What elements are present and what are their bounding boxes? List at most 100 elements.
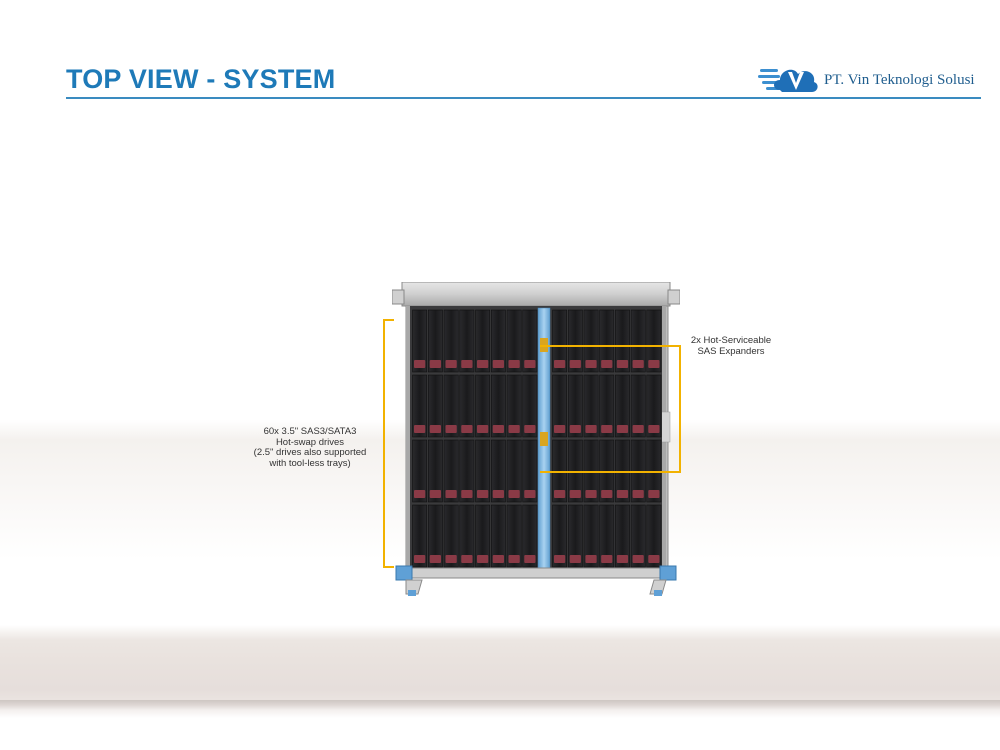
drive-tray (475, 374, 491, 438)
callout-line: 2x Hot-Serviceable (690, 335, 772, 346)
company-logo: PT. Vin Teknologi Solusi (758, 60, 988, 98)
drive-tray (599, 309, 615, 373)
drive-tray (443, 439, 459, 503)
drive-latch (554, 555, 566, 563)
drive-latch (585, 490, 597, 498)
drive-tray (552, 309, 568, 373)
page-title: TOP VIEW - SYSTEM (66, 64, 336, 94)
drive-latch (648, 555, 660, 563)
drive-latch (477, 425, 489, 433)
drive-tray (490, 504, 506, 568)
drive-tray (567, 504, 583, 568)
drive-tray (615, 309, 630, 373)
drive-latch (524, 360, 536, 368)
drive-tray (475, 439, 491, 503)
drive-latch (648, 425, 660, 433)
drive-tray (522, 309, 538, 373)
drive-latch (554, 360, 566, 368)
drive-latch (414, 425, 426, 433)
callout-line: (2.5" drives also supported (253, 447, 367, 458)
drive-tray (506, 374, 522, 438)
drive-tray (459, 504, 475, 568)
drive-tray (583, 309, 599, 373)
drive-latch (601, 360, 613, 368)
drive-tray (615, 504, 630, 568)
drive-latch (585, 360, 597, 368)
drive-tray (646, 374, 662, 438)
drive-tray (630, 309, 646, 373)
drive-latch (445, 360, 457, 368)
drive-latch (477, 555, 489, 563)
drive-latch (524, 425, 536, 433)
drive-tray (490, 374, 506, 438)
drive-latch (601, 425, 613, 433)
drive-tray (459, 374, 475, 438)
drive-tray (412, 309, 428, 373)
drive-tray (443, 504, 459, 568)
shelf-shadow (0, 700, 1000, 710)
drive-tray (522, 374, 538, 438)
drive-latch (492, 490, 504, 498)
drive-tray (506, 504, 522, 568)
drive-latch (492, 360, 504, 368)
drive-latch (601, 490, 613, 498)
drive-latch (648, 360, 660, 368)
drive-tray (630, 374, 646, 438)
drive-tray (427, 439, 443, 503)
company-name: PT. Vin Teknologi Solusi (824, 72, 975, 88)
drive-latch (601, 555, 613, 563)
expanders-callout: 2x Hot-Serviceable SAS Expanders (666, 335, 796, 357)
drive-tray (583, 374, 599, 438)
drive-latch (461, 360, 473, 368)
drive-tray (475, 504, 491, 568)
drive-tray (615, 374, 630, 438)
drive-tray (646, 504, 662, 568)
drive-tray (552, 504, 568, 568)
drive-latch (616, 490, 629, 498)
drive-latch (585, 555, 597, 563)
cloud-v-logo-icon (758, 69, 818, 92)
drive-tray (412, 439, 428, 503)
callout-line: SAS Expanders (697, 345, 765, 357)
drive-latch (632, 425, 644, 433)
drive-latch (445, 425, 457, 433)
drive-latch (461, 425, 473, 433)
drive-tray (459, 439, 475, 503)
drive-latch (429, 425, 441, 433)
drive-latch (445, 555, 457, 563)
drive-latch (414, 490, 426, 498)
drive-tray (646, 309, 662, 373)
drive-tray (552, 374, 568, 438)
drive-latch (554, 425, 566, 433)
drive-latch (414, 360, 426, 368)
drive-latch (569, 555, 581, 563)
drive-tray (599, 374, 615, 438)
drive-tray (567, 309, 583, 373)
drive-tray (630, 504, 646, 568)
drive-tray (443, 374, 459, 438)
drive-latch (429, 360, 441, 368)
drive-latch (569, 360, 581, 368)
drive-latch (632, 360, 644, 368)
drive-tray (490, 439, 506, 503)
title-underline (66, 97, 981, 99)
drive-tray (427, 374, 443, 438)
drive-latch (477, 490, 489, 498)
drive-latch (616, 360, 629, 368)
drive-latch (632, 555, 644, 563)
drive-latch (508, 425, 520, 433)
drive-latch (524, 555, 536, 563)
drive-latch (508, 490, 520, 498)
callout-line: 60x 3.5" SAS3/SATA3 (263, 426, 357, 437)
drive-latch (569, 490, 581, 498)
drive-tray (427, 309, 443, 373)
drive-latch (508, 360, 520, 368)
drive-tray (490, 309, 506, 373)
drive-latch (569, 425, 581, 433)
drive-tray (522, 504, 538, 568)
drive-tray (522, 439, 538, 503)
drive-latch (429, 490, 441, 498)
drive-tray (475, 309, 491, 373)
drive-latch (414, 555, 426, 563)
